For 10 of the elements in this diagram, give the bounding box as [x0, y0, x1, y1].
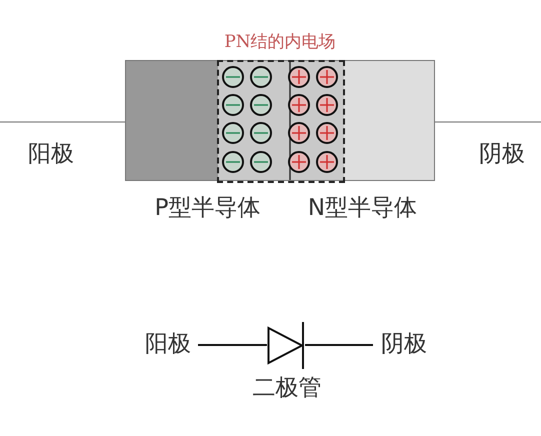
wire: [198, 344, 267, 346]
terminal-label: 阳极: [28, 143, 74, 166]
diode-label: 二极管: [252, 377, 322, 400]
region-label: N型半导体: [306, 197, 418, 220]
terminal-label: 阴极: [479, 143, 525, 166]
terminal-label: 阴极: [380, 333, 428, 356]
terminal-label: 阳极: [144, 333, 192, 356]
junction-label: PN结的内电场: [223, 34, 337, 51]
region-label: P型半导体: [154, 197, 262, 220]
wire: [305, 344, 373, 346]
